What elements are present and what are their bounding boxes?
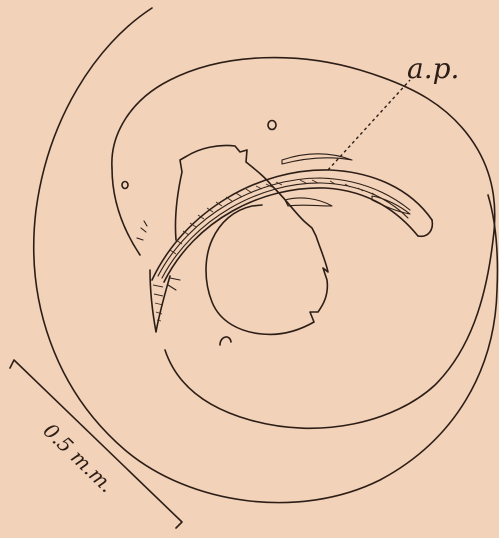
pointer-label: a.p. (407, 52, 459, 85)
